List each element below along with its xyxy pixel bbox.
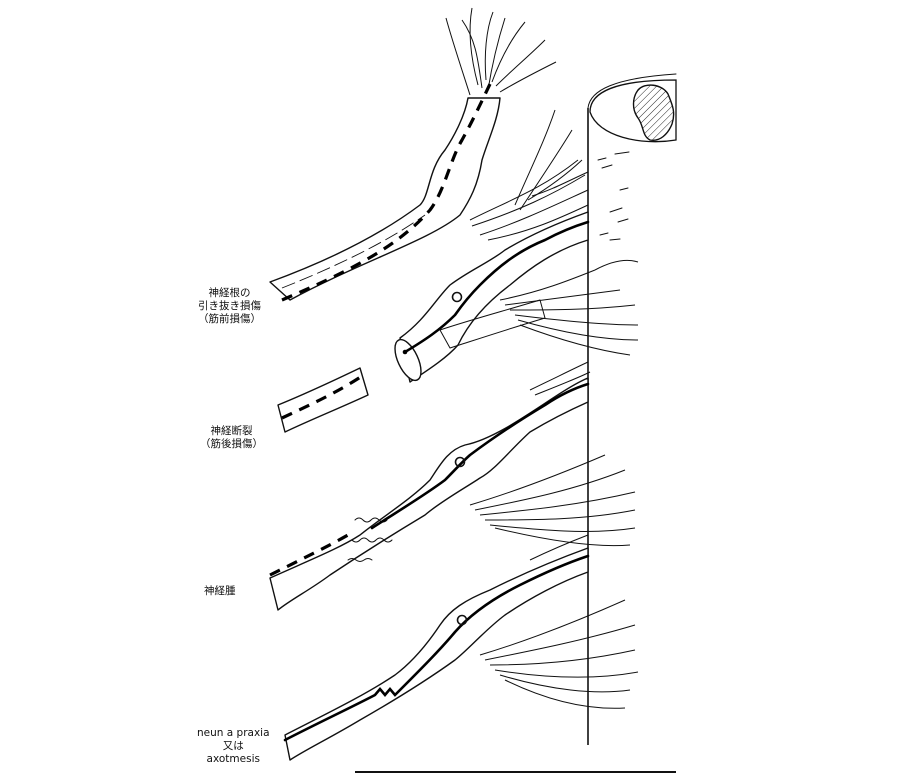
label-avulsion-line1: 神経根の <box>198 287 261 300</box>
label-neurapraxia: neun a praxia 又は axotmesis <box>197 727 270 766</box>
label-neuroma-line1: 神経腫 <box>204 585 236 598</box>
label-neurapraxia-line1: neun a praxia <box>197 727 270 740</box>
label-rupture-line2: （筋後損傷） <box>200 438 263 451</box>
label-neuroma: 神経腫 <box>204 585 236 598</box>
label-avulsion-line2: 引き抜き損傷 <box>198 300 261 313</box>
label-rupture-line1: 神経断裂 <box>200 425 263 438</box>
nerve-rupture-stump <box>278 368 368 432</box>
label-neurapraxia-line3: axotmesis <box>197 753 270 766</box>
label-rupture: 神経断裂 （筋後損傷） <box>200 425 263 451</box>
label-avulsion: 神経根の 引き抜き損傷 （筋前損傷） <box>198 287 261 326</box>
label-neurapraxia-line2: 又は <box>197 740 270 753</box>
label-avulsion-line3: （筋前損傷） <box>198 313 261 326</box>
